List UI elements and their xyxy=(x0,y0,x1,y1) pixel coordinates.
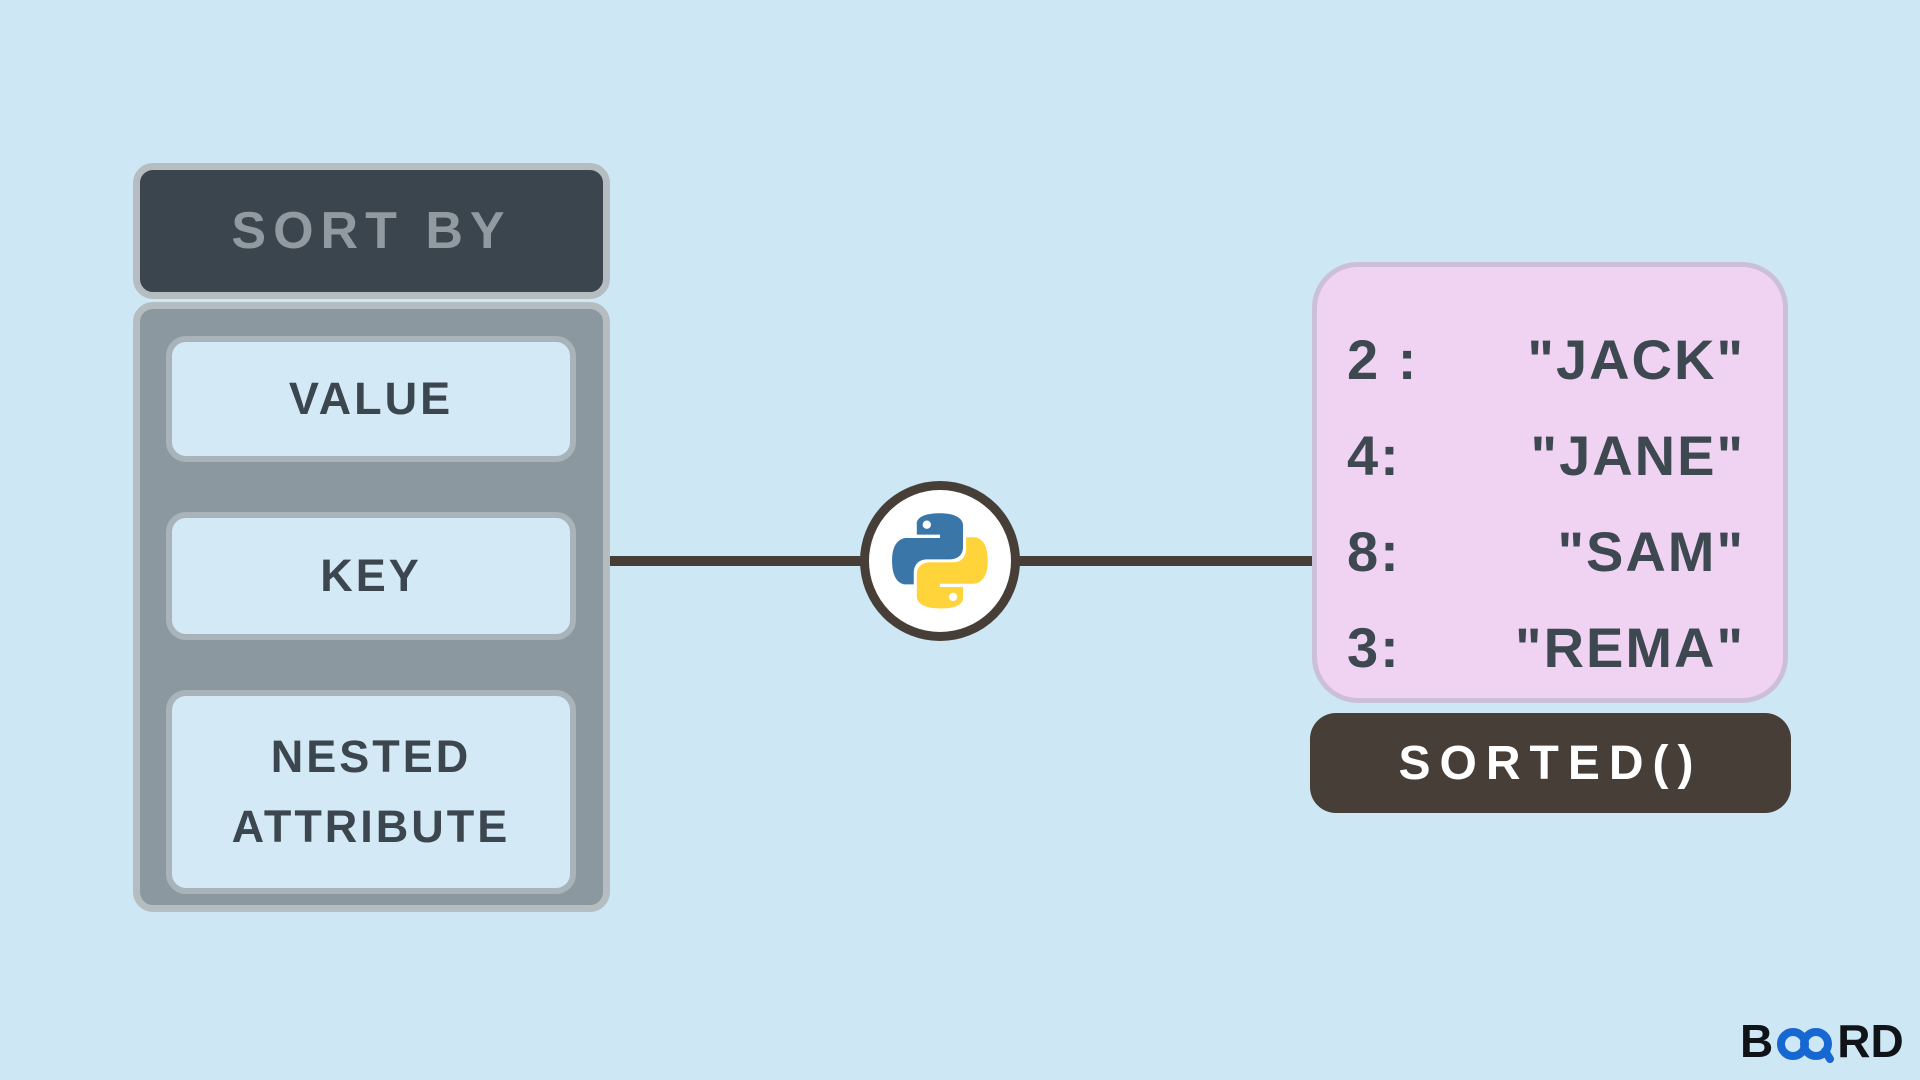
board-infinity-logo: B RD xyxy=(1740,1015,1904,1067)
logo-letter-b: B xyxy=(1740,1015,1774,1067)
dict-key: 2 : xyxy=(1347,327,1419,391)
dict-entry: 3: "REMA" xyxy=(1347,599,1745,695)
dict-key: 4: xyxy=(1347,423,1401,487)
connector-line-left xyxy=(610,556,865,566)
option-key: KEY xyxy=(166,512,576,640)
python-node xyxy=(860,481,1020,641)
dict-entry: 2 : "JACK" xyxy=(1347,311,1745,407)
option-key-label: KEY xyxy=(320,550,422,602)
dict-value: "SAM" xyxy=(1557,519,1745,583)
infinity-loops-icon xyxy=(1777,1028,1835,1063)
connector-line-right xyxy=(1015,556,1315,566)
dict-entry: 8: "SAM" xyxy=(1347,503,1745,599)
dict-value: "REMA" xyxy=(1515,615,1745,679)
dict-key: 8: xyxy=(1347,519,1401,583)
sort-by-label: SORT BY xyxy=(231,202,512,260)
dict-key: 3: xyxy=(1347,615,1401,679)
option-nested-attribute: NESTED ATTRIBUTE xyxy=(166,690,576,894)
dict-value: "JANE" xyxy=(1530,423,1745,487)
dict-entry: 4: "JANE" xyxy=(1347,407,1745,503)
python-logo-icon xyxy=(892,513,988,609)
option-value-label: VALUE xyxy=(288,373,454,425)
sort-by-header: SORT BY xyxy=(133,163,610,299)
logo-letters-rd: RD xyxy=(1837,1015,1904,1067)
sorted-function-label: SORTED() xyxy=(1398,736,1703,790)
sorted-dict-box: 2 : "JACK" 4: "JANE" 8: "SAM" 3: "REMA" xyxy=(1312,262,1788,703)
option-value: VALUE xyxy=(166,336,576,462)
sorted-function-badge: SORTED() xyxy=(1310,713,1791,813)
option-nested-attribute-label: NESTED ATTRIBUTE xyxy=(231,731,511,852)
dict-value: "JACK" xyxy=(1527,327,1745,391)
